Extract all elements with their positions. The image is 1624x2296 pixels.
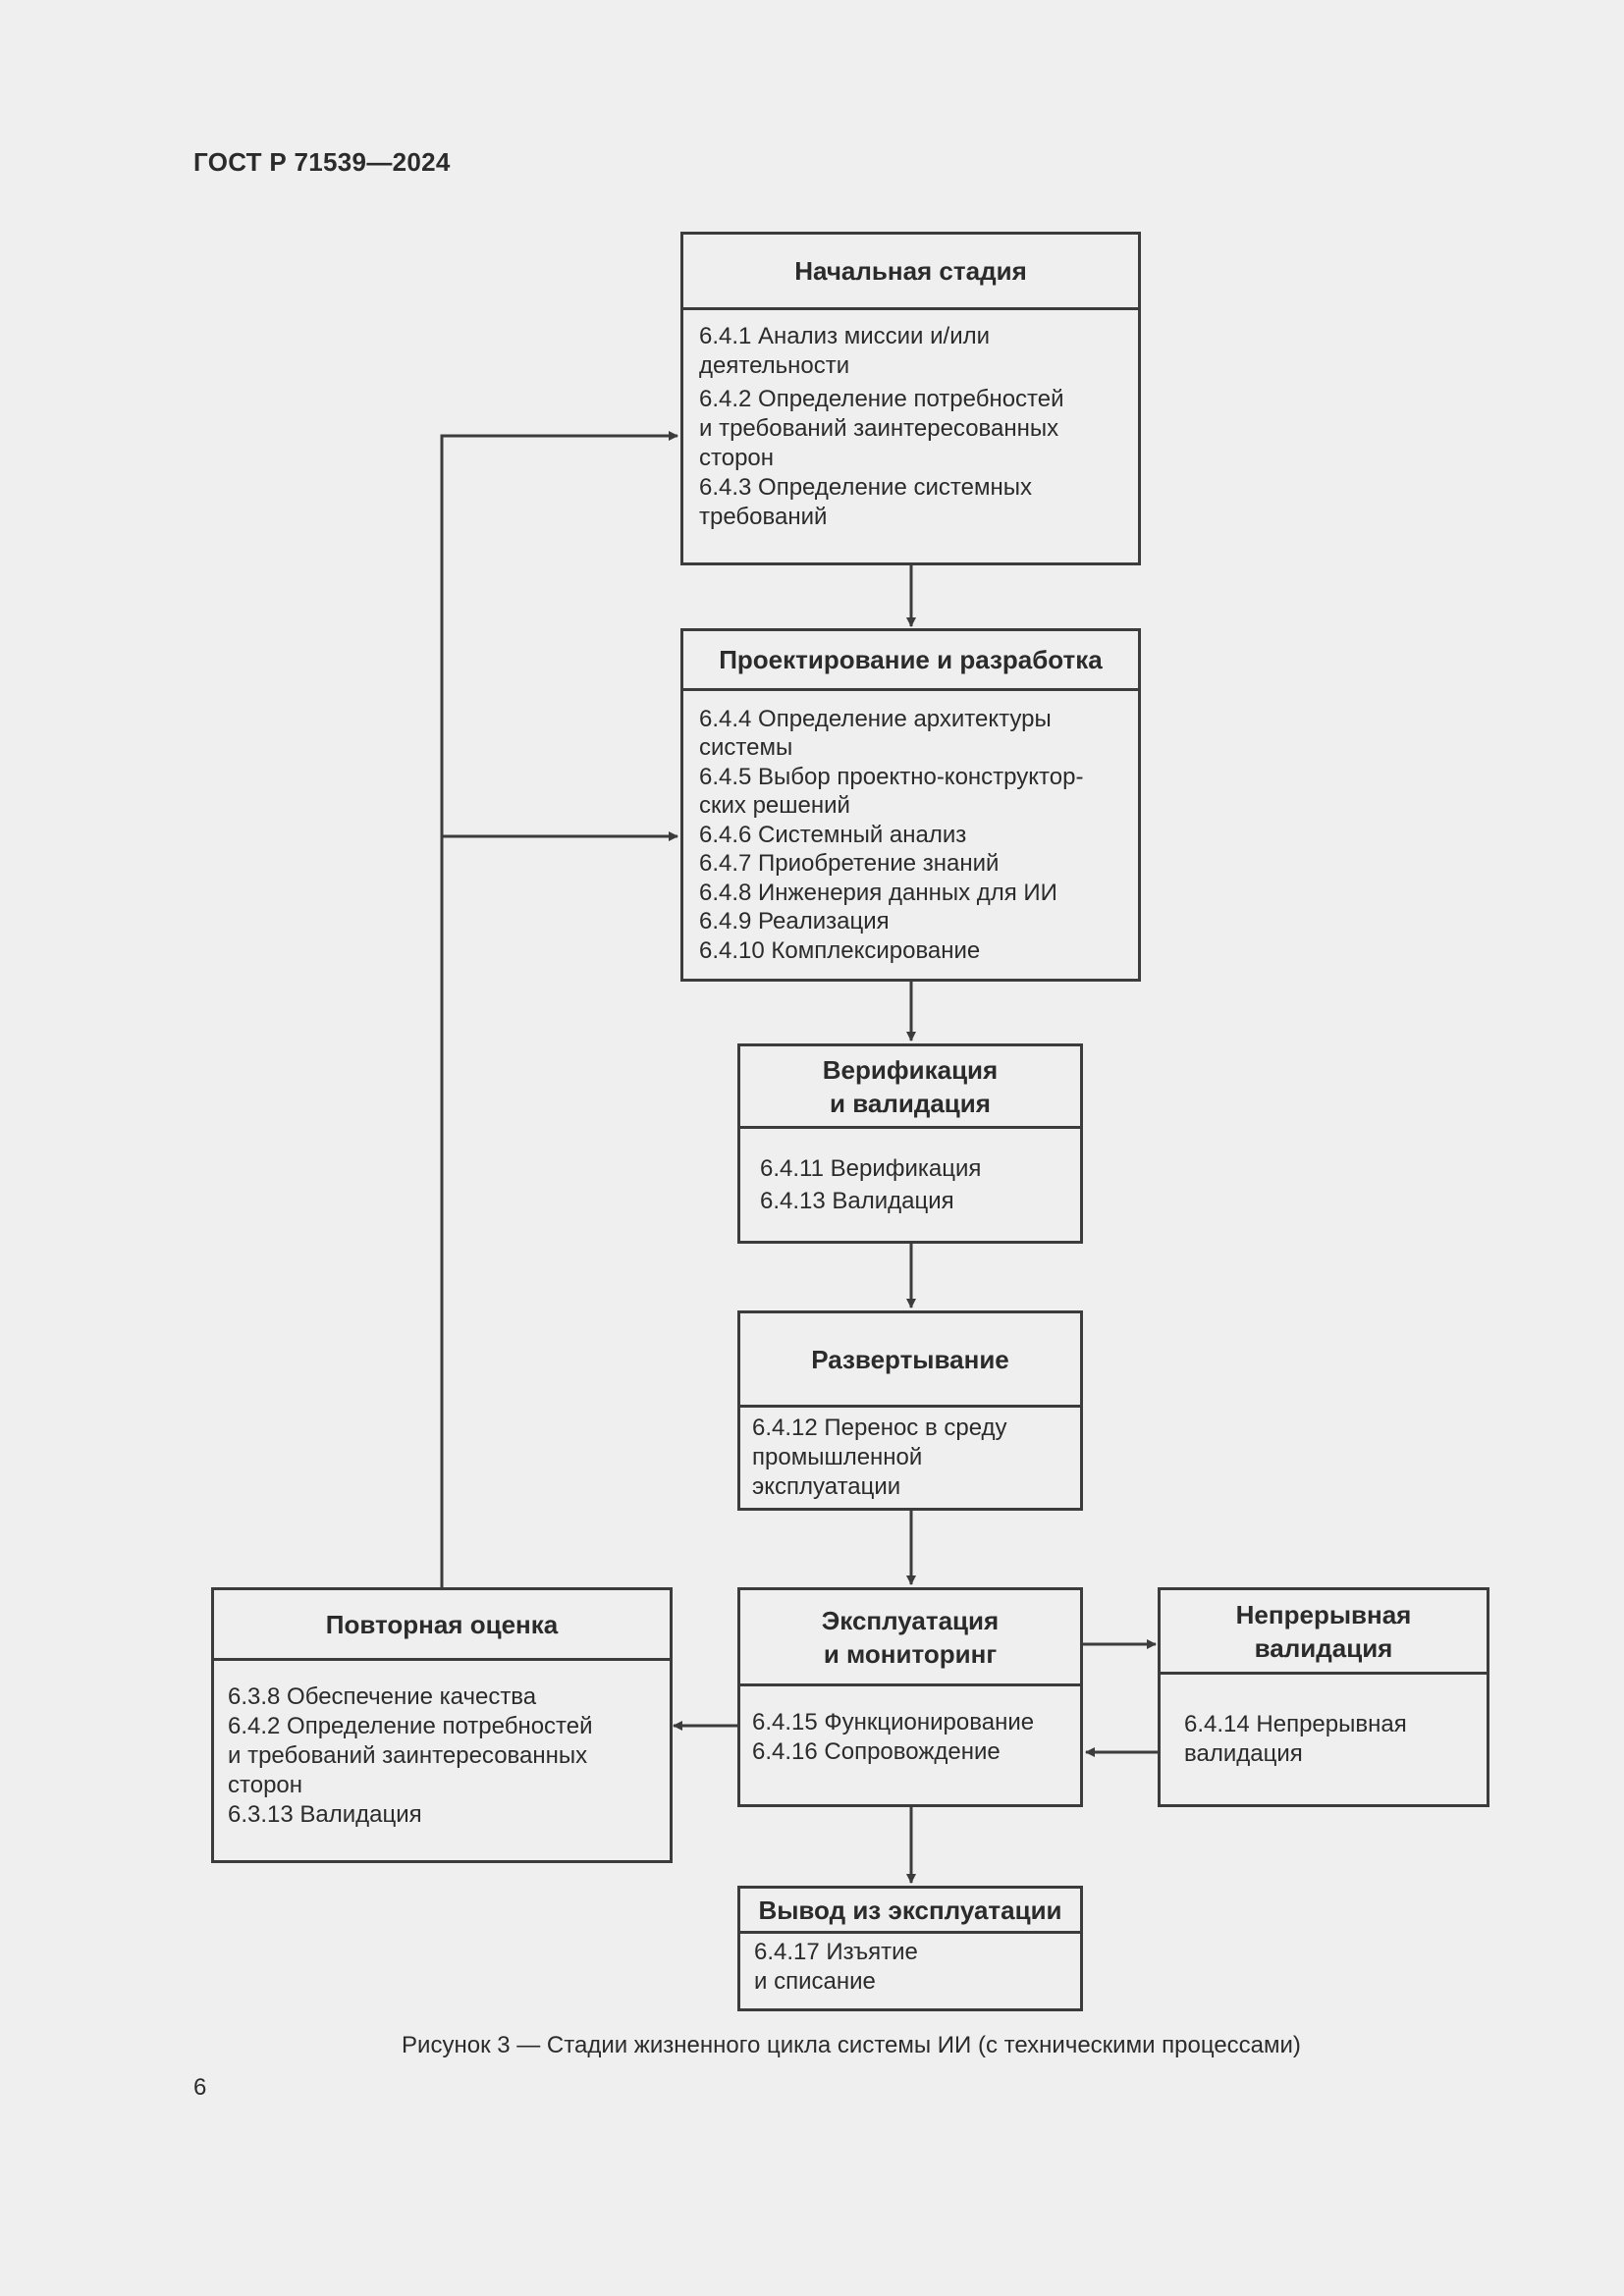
stage-decommission: Вывод из эксплуатации 6.4.17 Изъятие и с… [737, 1886, 1083, 2011]
process-item: 6.4.15 Функционирование [752, 1709, 1035, 1735]
stage-operation: Эксплуатация и мониторинг 6.4.15 Функцио… [737, 1587, 1083, 1807]
process-item: 6.4.17 Изъятие [754, 1939, 918, 1965]
title-line: Эксплуатация [821, 1605, 1000, 1635]
process-item: эксплуатации [752, 1473, 901, 1500]
feedback-line [440, 431, 678, 1589]
process-item: 6.3.13 Валидация [228, 1801, 422, 1828]
process-item: 6.4.12 Перенос в среду [752, 1415, 1007, 1441]
stage-continuous-validation-title: Непрерывная валидация [1161, 1590, 1487, 1675]
process-item: 6.4.2 Определение потребностей [699, 386, 1064, 412]
stage-deployment-title: Развертывание [740, 1313, 1080, 1408]
stage-initial-title: Начальная стадия [683, 235, 1138, 310]
stage-operation-title: Эксплуатация и мониторинг [740, 1590, 1080, 1686]
process-item: 6.4.10 Комплексирование [699, 936, 981, 964]
process-item: и требований заинтересованных [699, 415, 1059, 442]
title-line: и валидация [830, 1088, 991, 1118]
title-line: валидация [1254, 1632, 1393, 1663]
process-item: 6.4.2 Определение потребностей [228, 1713, 593, 1739]
process-item: деятельности [699, 352, 850, 379]
process-item: 6.4.8 Инженерия данных для ИИ [699, 879, 1057, 906]
stage-design-body: 6.4.4 Определение архитектуры системы 6.… [683, 691, 1138, 980]
process-item: 6.4.7 Приобретение знаний [699, 850, 1000, 877]
document-header: ГОСТ Р 71539—2024 [193, 147, 451, 177]
stage-decommission-title: Вывод из эксплуатации [740, 1889, 1080, 1934]
title-line: Верификация [822, 1054, 999, 1085]
process-item: 6.4.9 Реализация [699, 908, 890, 934]
title-line: Непрерывная [1235, 1599, 1412, 1629]
stage-reassessment: Повторная оценка 6.3.8 Обеспечение качес… [211, 1587, 673, 1863]
page-number: 6 [193, 2074, 207, 2101]
stage-operation-body: 6.4.15 Функционирование 6.4.16 Сопровожд… [740, 1686, 1080, 1804]
process-item: 6.4.13 Валидация [760, 1188, 954, 1214]
stage-deployment-body: 6.4.12 Перенос в среду промышленной эксп… [740, 1408, 1080, 1508]
stage-reassessment-body: 6.3.8 Обеспечение качества 6.4.2 Определ… [214, 1661, 670, 1860]
stage-verification-body: 6.4.11 Верификация 6.4.13 Валидация [740, 1129, 1080, 1241]
stage-initial: Начальная стадия 6.4.1 Анализ миссии и/и… [680, 232, 1141, 565]
process-item: и списание [754, 1968, 876, 1995]
process-item: требований [699, 504, 828, 530]
stage-verification: Верификация и валидация 6.4.11 Верификац… [737, 1043, 1083, 1244]
process-item: валидация [1184, 1740, 1303, 1767]
stage-continuous-validation: Непрерывная валидация 6.4.14 Непрерывная… [1158, 1587, 1489, 1807]
process-item: 6.4.1 Анализ миссии и/или [699, 323, 991, 349]
process-item: сторон [228, 1772, 303, 1798]
process-item: и требований заинтересованных [228, 1742, 588, 1769]
process-item: сторон [699, 445, 775, 471]
stage-design: Проектирование и разработка 6.4.4 Опреде… [680, 628, 1141, 982]
stage-reassessment-title: Повторная оценка [214, 1590, 670, 1661]
process-item: 6.3.8 Обеспечение качества [228, 1683, 537, 1710]
stage-deployment: Развертывание 6.4.12 Перенос в среду про… [737, 1310, 1083, 1511]
process-item: 6.4.16 Сопровождение [752, 1738, 1001, 1765]
stage-initial-body: 6.4.1 Анализ миссии и/или деятельности 6… [683, 310, 1138, 562]
stage-verification-title: Верификация и валидация [740, 1046, 1080, 1129]
process-item: 6.4.5 Выбор проектно-конструктор- [699, 763, 1084, 790]
stage-decommission-body: 6.4.17 Изъятие и списание [740, 1934, 1080, 2008]
stage-continuous-validation-body: 6.4.14 Непрерывная валидация [1161, 1675, 1487, 1804]
process-item: 6.4.6 Системный анализ [699, 821, 967, 848]
process-item: 6.4.3 Определение системных [699, 474, 1032, 501]
stage-design-title: Проектирование и разработка [683, 631, 1138, 691]
title-line: и мониторинг [823, 1638, 998, 1669]
process-item: 6.4.14 Непрерывная [1184, 1711, 1407, 1737]
figure-caption: Рисунок 3 — Стадии жизненного цикла сист… [402, 2032, 1301, 2058]
process-item: ских решений [699, 792, 850, 819]
process-item: 6.4.4 Определение архитектуры [699, 705, 1052, 732]
process-item: промышленной [752, 1444, 923, 1470]
process-item: 6.4.11 Верификация [760, 1155, 982, 1182]
process-item: системы [699, 734, 793, 761]
